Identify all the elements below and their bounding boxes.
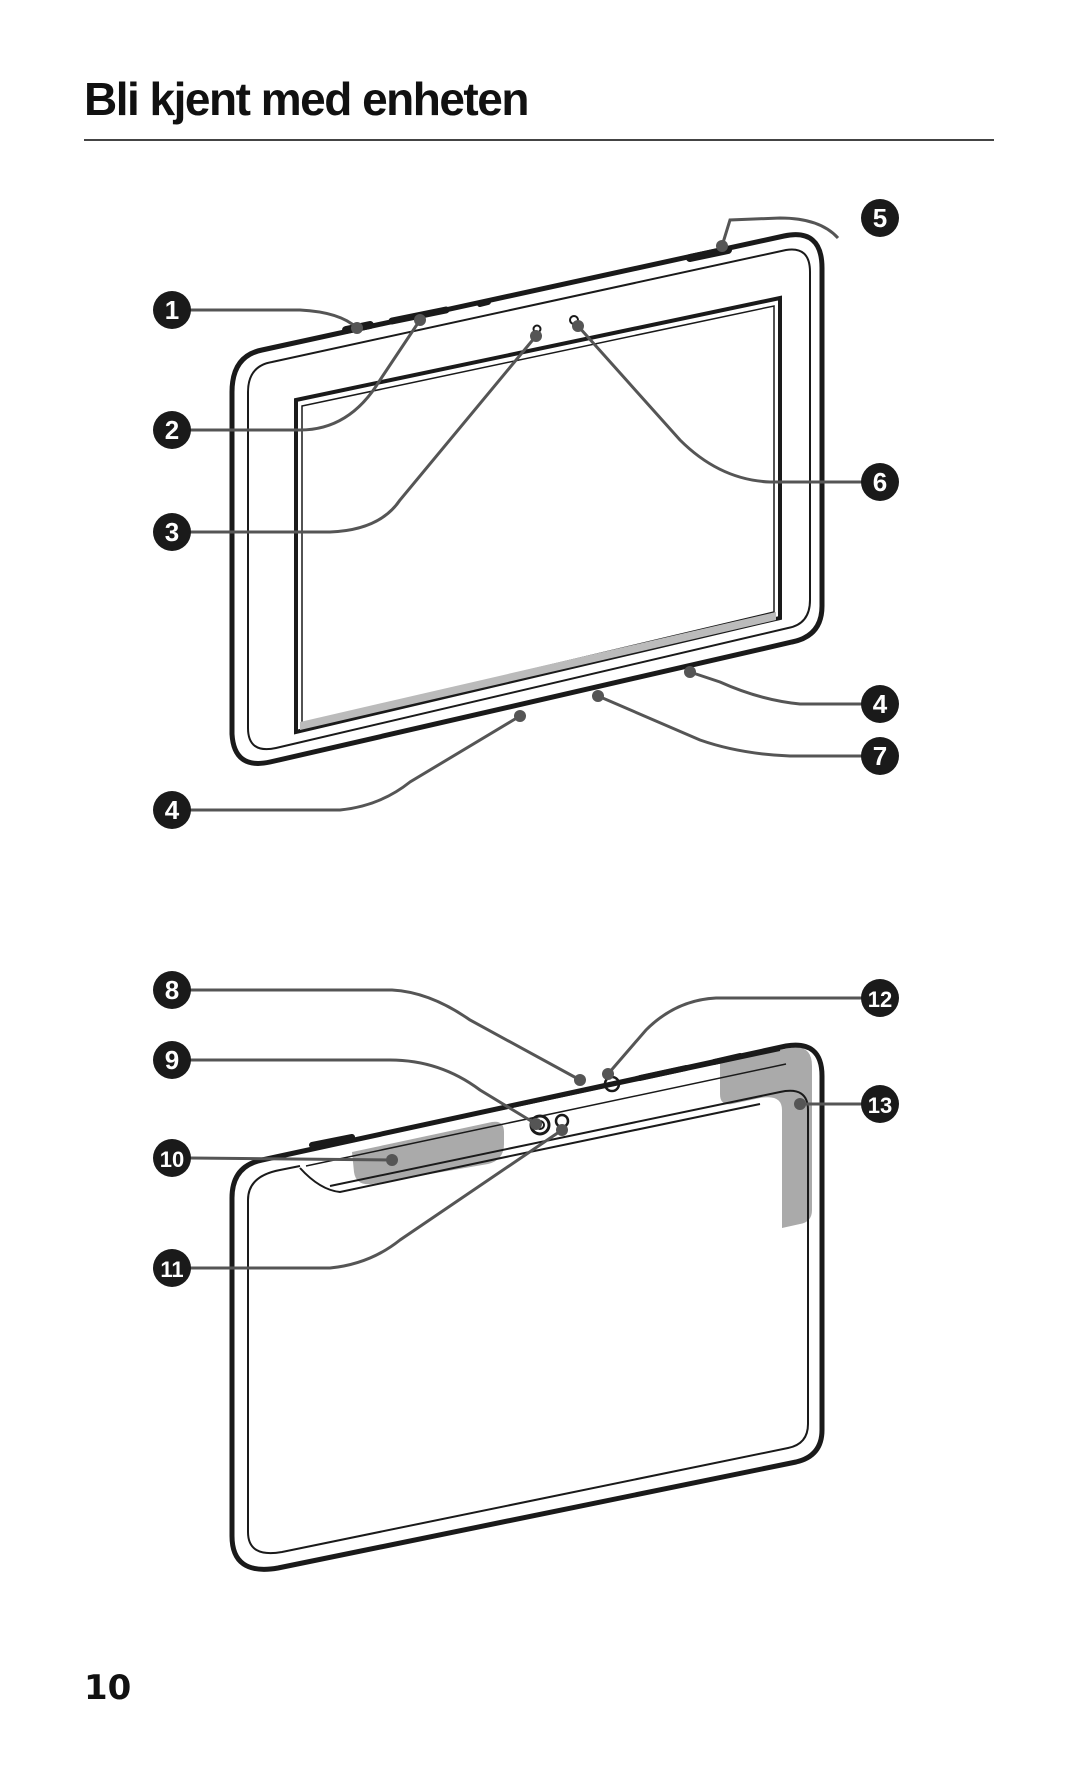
callout-4-left: 4	[153, 791, 191, 829]
callout-10: 10	[153, 1139, 191, 1177]
svg-text:4: 4	[165, 795, 180, 825]
back-view-tablet	[229, 1042, 825, 1572]
svg-text:2: 2	[165, 415, 179, 445]
callout-2: 2	[153, 411, 191, 449]
callout-5: 5	[861, 199, 899, 237]
svg-text:8: 8	[165, 975, 179, 1005]
speaker-highlight	[352, 1121, 504, 1185]
callout-1: 1	[153, 291, 191, 329]
svg-text:7: 7	[873, 741, 887, 771]
callout-8: 8	[153, 971, 191, 1009]
callout-7: 7	[861, 737, 899, 775]
svg-text:6: 6	[873, 467, 887, 497]
back-leader-lines	[189, 988, 862, 1270]
front-view-tablet	[229, 232, 825, 766]
page-title: Bli kjent med enheten	[84, 73, 529, 125]
back-leader-dots	[386, 1068, 806, 1166]
screen-glare	[300, 612, 776, 730]
title-underline	[84, 139, 994, 141]
callout-12: 12	[861, 979, 899, 1017]
callout-9: 9	[153, 1041, 191, 1079]
front-leader-dots	[351, 240, 728, 722]
svg-text:11: 11	[160, 1257, 183, 1282]
callout-3: 3	[153, 513, 191, 551]
svg-text:10: 10	[160, 1147, 184, 1172]
front-leader-lines	[190, 216, 862, 812]
callout-13: 13	[861, 1085, 899, 1123]
svg-text:12: 12	[868, 987, 892, 1012]
svg-text:1: 1	[165, 295, 179, 325]
antenna-highlight	[720, 1047, 812, 1228]
svg-text:13: 13	[868, 1093, 892, 1118]
page-number: 10	[84, 1668, 132, 1708]
svg-text:4: 4	[873, 689, 888, 719]
callout-6: 6	[861, 463, 899, 501]
svg-text:9: 9	[165, 1045, 179, 1075]
svg-text:3: 3	[165, 517, 179, 547]
svg-text:5: 5	[873, 203, 887, 233]
callout-4-right: 4	[861, 685, 899, 723]
callout-11: 11	[153, 1249, 191, 1287]
